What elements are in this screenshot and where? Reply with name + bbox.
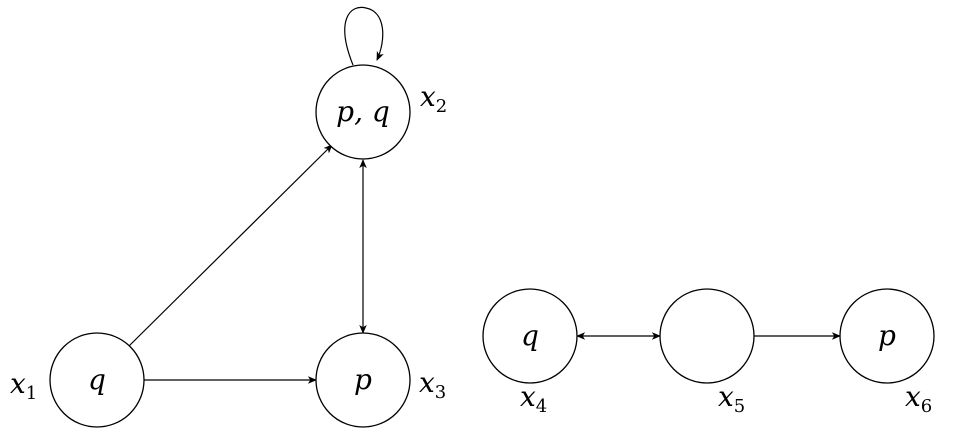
edge-x2-self-loop bbox=[344, 6, 384, 66]
node-x2: p, q bbox=[315, 64, 411, 160]
node-x5 bbox=[659, 288, 755, 384]
node-x4: q bbox=[482, 288, 578, 384]
node-x3: p bbox=[315, 332, 411, 428]
edge-x1-x2 bbox=[128, 144, 333, 347]
world-label-x5: x5 bbox=[718, 380, 745, 417]
node-x1: q bbox=[49, 332, 145, 428]
world-label-x2: x2 bbox=[420, 80, 447, 117]
node-x4-label: q bbox=[521, 319, 539, 352]
world-label-x6: x6 bbox=[905, 380, 932, 417]
world-label-x4: x4 bbox=[520, 380, 547, 417]
node-x3-label: p bbox=[354, 363, 372, 396]
world-label-x3: x3 bbox=[419, 366, 446, 403]
node-x2-label: p, q bbox=[336, 95, 390, 128]
world-label-x1: x1 bbox=[10, 367, 37, 404]
node-x1-label: q bbox=[88, 363, 106, 396]
node-x6: p bbox=[839, 288, 935, 384]
node-x6-label: p bbox=[878, 319, 896, 352]
